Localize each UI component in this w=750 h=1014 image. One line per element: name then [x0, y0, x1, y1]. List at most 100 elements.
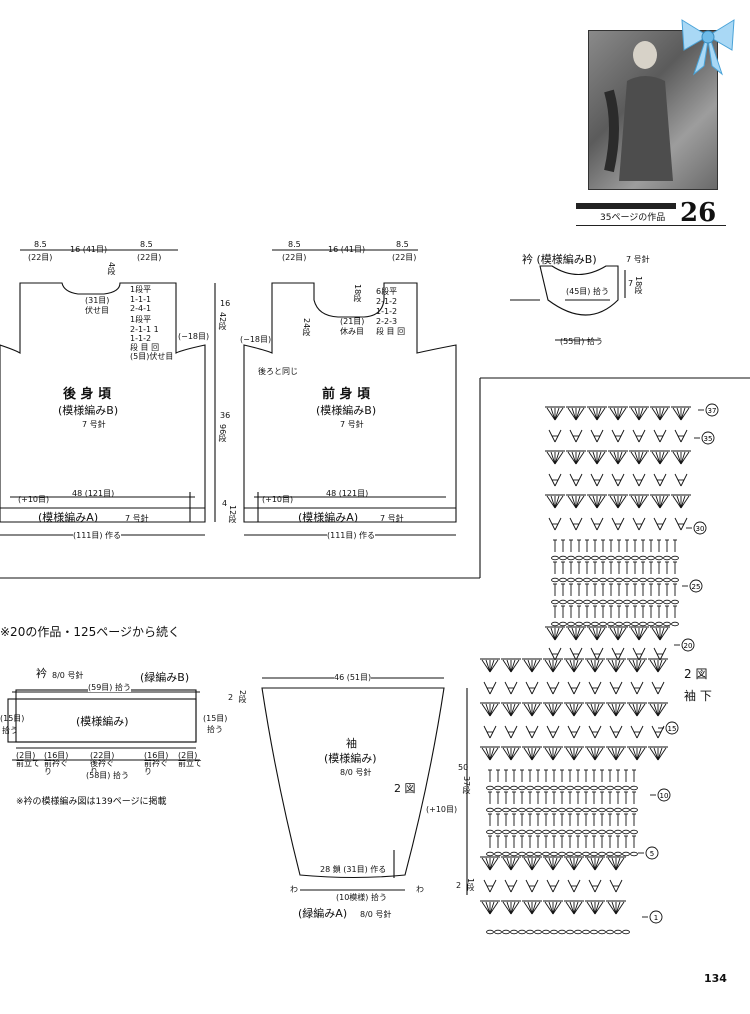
back-shaping-1: 1-1-1	[130, 295, 152, 304]
front-neck-center-2: 休み目	[340, 327, 364, 336]
row-marker	[693, 521, 707, 535]
section2-heading: ※20の作品・125ページから続く	[0, 625, 180, 639]
back-shaping-5: 1-1-2	[130, 334, 152, 343]
s2-height-cm: 2	[228, 693, 234, 702]
back-h-top-rows: 42段	[218, 312, 227, 331]
s2-collar-pick: (59目) 拾う	[88, 683, 131, 692]
s2-height-rows: 2段	[238, 690, 247, 704]
row-number: 30	[696, 525, 705, 533]
row-number: 20	[684, 642, 693, 650]
s2-right-side-2: 拾う	[207, 725, 223, 734]
s2-left-side-2: 拾う	[2, 726, 18, 735]
row-marker	[665, 721, 679, 735]
back-shaping-4: 2-1-1 1	[130, 325, 159, 334]
back-width: 48 (121目)	[72, 489, 115, 498]
back-pattern: (模様編みB)	[58, 404, 119, 417]
sleeve-band-rows: 1段	[466, 878, 475, 892]
sleeve-bottom: 28 鎖 (31目) 作る	[320, 865, 387, 874]
back-dim-right: 8.5	[140, 240, 153, 249]
front-neck-center: (21目)	[340, 317, 365, 326]
front-shaping-1: 2-1-2	[376, 297, 398, 306]
sleeve-band-h: 2	[456, 881, 462, 890]
back-shaping-6: 段 目 回	[130, 343, 160, 352]
row-number: 5	[650, 850, 654, 858]
s2-bottom-3: (16目) 前衿ぐり	[144, 751, 169, 776]
back-band: (模様編みA)	[38, 511, 99, 524]
sleeve-fig: 2 図	[394, 782, 416, 795]
back-shaping-bind: (5目)伏せ目	[130, 352, 174, 361]
back-shaping-2: 2-4-1	[130, 304, 152, 313]
back-neck-center: (31目)	[85, 296, 110, 305]
s2-collar-pattern-b: (緑編みB)	[140, 671, 190, 684]
sleeve-plus: (+10目)	[426, 805, 458, 814]
front-dim-right-st: (22目)	[392, 253, 417, 262]
back-side-dec: (−18目)	[178, 332, 210, 341]
back-dim-center: 16 (41目)	[70, 245, 108, 254]
collar-outer: (55目) 拾う	[560, 337, 603, 346]
front-width: 48 (121目)	[326, 489, 369, 498]
chart-fig-sub: 袖 下	[684, 689, 712, 703]
bow-icon	[676, 14, 740, 76]
work-number: 26	[680, 198, 717, 228]
s2-left-side: (15目)	[0, 714, 25, 723]
sleeve-top: 46 (51目)	[334, 673, 372, 682]
front-shaping-4: 段 目 回	[376, 327, 406, 336]
sleeve-needle: 8/0 号針	[340, 768, 372, 777]
s2-bottom-2: (22目) 後衿ぐり	[90, 751, 115, 776]
front-dim-left-st: (22目)	[282, 253, 307, 262]
front-side-dec: (−18目)	[240, 335, 272, 344]
row-marker	[701, 431, 715, 445]
sleeve-rows: 37段	[462, 776, 471, 795]
row-marker	[649, 910, 663, 924]
row-marker	[645, 846, 659, 860]
model-photo	[588, 30, 718, 190]
collar-height: 7	[628, 279, 634, 288]
front-band-needle: 7 号針	[380, 514, 404, 523]
collar-inner: (45目) 拾う	[566, 287, 609, 296]
back-dim-right-st: (22目)	[137, 253, 162, 262]
s2-note: ※衿の模様編み図は139ページに掲載	[16, 797, 167, 807]
row-number: 25	[692, 583, 701, 591]
front-dim-right: 8.5	[396, 240, 409, 249]
collar-height-rows: 18段	[634, 276, 643, 295]
row-marker	[689, 579, 703, 593]
back-dim-left-st: (22目)	[28, 253, 53, 262]
row-marker	[681, 638, 695, 652]
back-h-mid: 36	[220, 411, 231, 420]
s2-collar-title: 衿	[36, 667, 47, 680]
row-marker	[705, 403, 719, 417]
sleeve-band-needle: 8/0 号針	[360, 910, 392, 919]
sleeve-band: (緑編みA)	[298, 907, 348, 920]
header-rule	[576, 225, 726, 226]
front-pattern: (模様編みB)	[316, 404, 377, 417]
chart-fig-label: 2 図	[684, 667, 708, 681]
back-shaping-3: 1段平	[130, 315, 152, 324]
row-number: 10	[660, 792, 669, 800]
sleeve-title: 袖	[346, 737, 357, 750]
back-band-needle: 7 号針	[125, 514, 149, 523]
back-cast-on: (111目) 作る	[73, 531, 122, 540]
row-marker	[657, 788, 671, 802]
back-neck-center-2: 伏せ目	[85, 306, 109, 315]
sleeve-pattern: (模様編み)	[324, 752, 377, 765]
front-band: (模様編みA)	[298, 511, 359, 524]
back-needle: 7 号針	[82, 420, 106, 429]
front-needle: 7 号針	[340, 420, 364, 429]
s2-bottom-total: (58目) 拾う	[86, 771, 129, 780]
front-plus: (+10目)	[262, 495, 294, 504]
front-neck-rows: 18段	[353, 284, 362, 303]
work-page-ref: 35ページの作品	[600, 213, 666, 223]
back-h-bot-rows: 12段	[228, 505, 237, 524]
sleeve-wa-left: わ	[290, 885, 298, 894]
front-same-as-back: 後ろと同じ	[258, 367, 298, 376]
collar-title: 衿 (模様編みB)	[522, 253, 597, 266]
front-title: 前 身 頃	[322, 387, 371, 402]
s2-right-side: (15目)	[203, 714, 228, 723]
front-shaping-3: 2-2-3	[376, 317, 398, 326]
back-dim-left: 8.5	[34, 240, 47, 249]
back-plus: (+10目)	[18, 495, 50, 504]
front-dim-left: 8.5	[288, 240, 301, 249]
row-number: 37	[708, 407, 717, 415]
